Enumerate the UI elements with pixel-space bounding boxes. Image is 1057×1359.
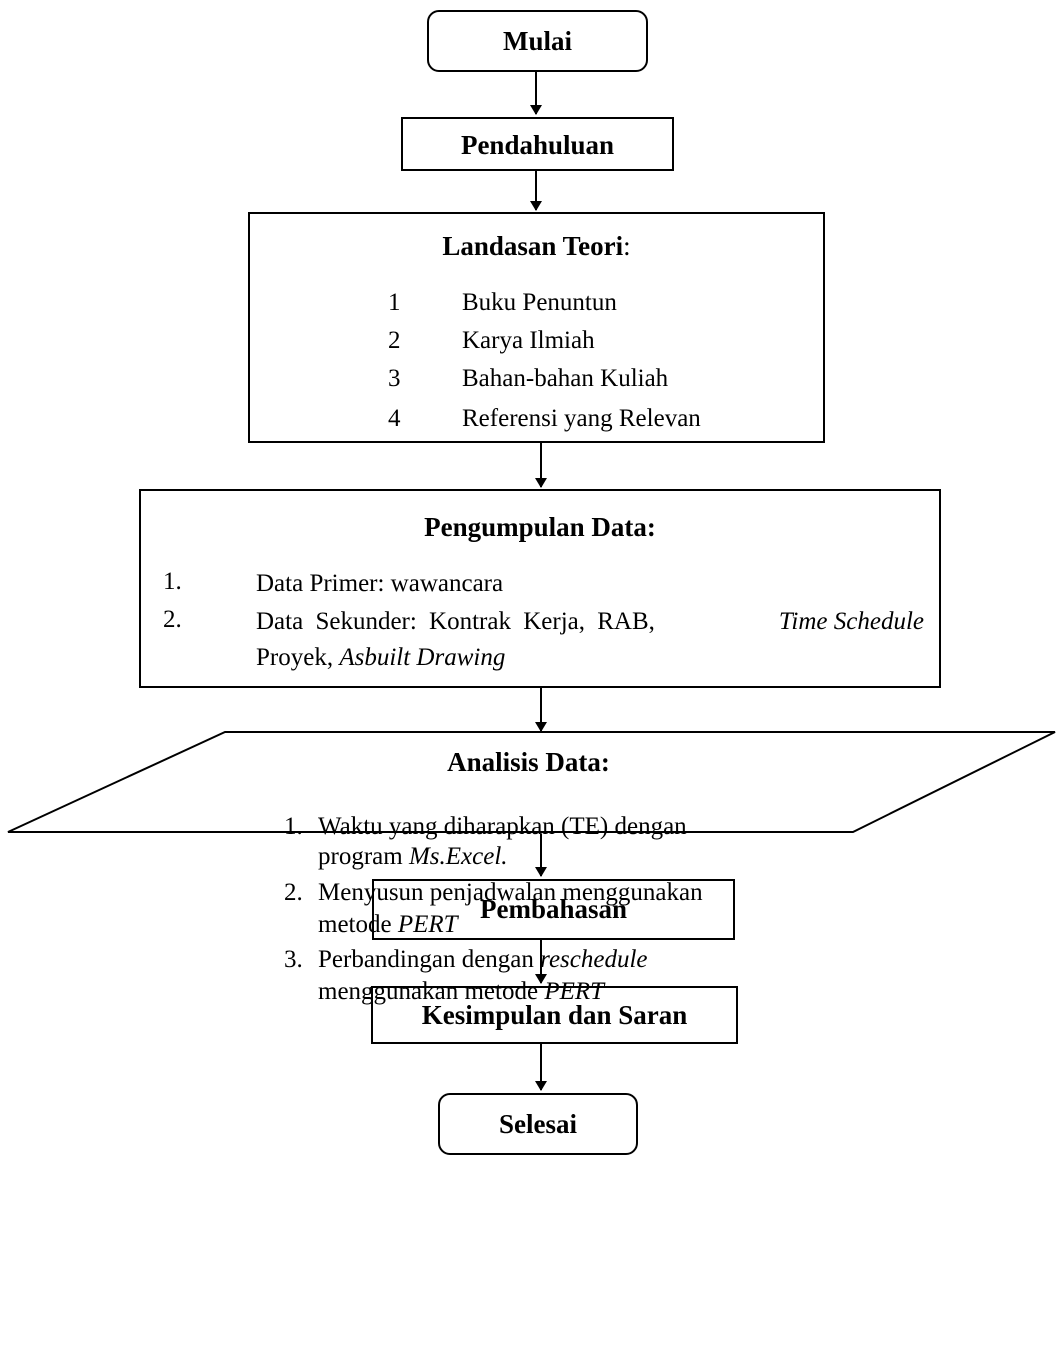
analysis-italic: PERT [544, 978, 605, 1005]
analysis-item-num: 3. [284, 946, 303, 973]
analysis-text: Perbandingan dengan [318, 946, 534, 973]
analysis-parallelogram [7, 731, 1056, 833]
analysis-text: metode [318, 911, 392, 938]
collection-box: Pengumpulan Data: 1. Data Primer: wawanc… [139, 489, 941, 688]
collection-item2-line1: Data Sekunder: Kontrak Kerja, RAB, Time … [256, 607, 924, 637]
analysis-content: Analisis Data: [0, 732, 1057, 832]
analysis-item-text: Menyusun penjadwalan menggunakan [318, 879, 703, 906]
collection-item-num: 1. [163, 568, 182, 595]
theory-item-num: 3 [388, 365, 401, 392]
start-label: Mulai [502, 26, 572, 56]
analysis-text: program [318, 843, 403, 870]
discussion-box: Pembahasan [372, 879, 735, 940]
conclusion-box: Kesimpulan dan Saran [371, 986, 738, 1044]
theory-item-num: 2 [388, 327, 401, 354]
analysis-title: Analisis Data: [447, 747, 610, 777]
collection-item2-italic: Asbuilt Drawing [339, 644, 506, 671]
theory-item-text: Referensi yang Relevan [462, 405, 701, 432]
analysis-item-text: program Ms.Excel. [318, 842, 508, 872]
conclusion-label: Kesimpulan dan Saran [421, 1000, 688, 1030]
analysis-item-text: metode PERT [318, 910, 458, 940]
theory-title-colon: : [623, 231, 631, 261]
collection-item2-line2: Proyek, Asbuilt Drawing [256, 643, 505, 673]
analysis-italic: Ms.Excel. [408, 843, 508, 870]
analysis-text: menggunakan metode [318, 978, 539, 1005]
theory-box: Landasan Teori: 1 Buku Penuntun 2 Karya … [248, 212, 825, 443]
theory-item-text: Bahan-bahan Kuliah [462, 365, 669, 392]
collection-title: Pengumpulan Data: [424, 512, 656, 542]
analysis-item-text: Waktu yang diharapkan (TE) dengan [318, 813, 687, 840]
collection-item2-italic: Time Schedule [778, 608, 924, 635]
intro-box: Pendahuluan [401, 117, 674, 171]
collection-item-num: 2. [163, 606, 182, 633]
analysis-italic: reschedule [540, 946, 648, 973]
collection-item2-text: Data Sekunder: Kontrak Kerja, RAB, [256, 608, 655, 635]
theory-item-text: Karya Ilmiah [462, 327, 595, 354]
collection-item-text: Data Primer: wawancara [256, 570, 504, 597]
theory-item-num: 1 [388, 289, 401, 316]
collection-item2-text: Proyek, [256, 644, 334, 671]
analysis-item-text: menggunakan metode PERT [318, 977, 604, 1007]
start-terminal: Mulai [427, 10, 648, 72]
analysis-item-num: 2. [284, 879, 303, 906]
end-label: Selesai [499, 1109, 577, 1139]
analysis-item-num: 1. [284, 813, 303, 840]
theory-item-num: 4 [388, 405, 401, 432]
end-terminal: Selesai [438, 1093, 638, 1155]
discussion-label: Pembahasan [479, 894, 628, 924]
theory-item-text: Buku Penuntun [462, 289, 617, 316]
analysis-item-text: Perbandingan dengan reschedule [318, 945, 648, 975]
theory-title: Landasan Teori: [250, 230, 823, 262]
intro-label: Pendahuluan [460, 130, 615, 160]
theory-title-text: Landasan Teori [442, 231, 624, 261]
analysis-italic: PERT [397, 911, 458, 938]
